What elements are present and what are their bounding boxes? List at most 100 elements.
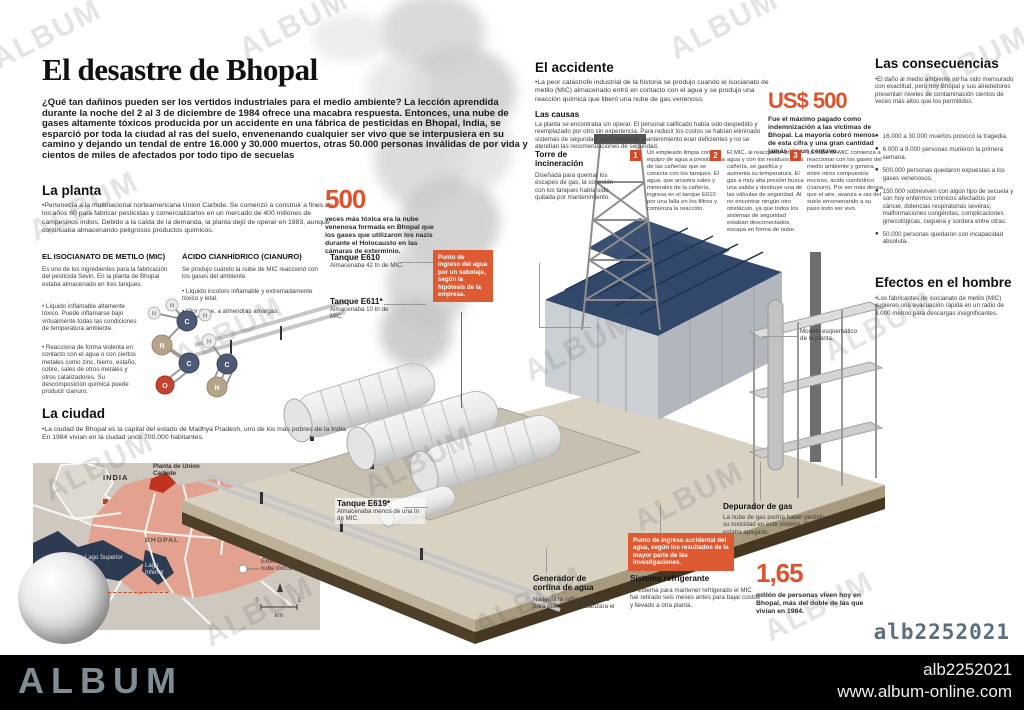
list-item-text: 16.000 a 30.000 muertos provocó la trage…: [882, 133, 1008, 140]
tank-name: Tanque E611*: [330, 297, 383, 306]
atom-label: C: [186, 361, 191, 368]
tank-desc: Almacenaba 10 tn de MIC.: [330, 306, 389, 321]
atom-label: C: [184, 319, 189, 326]
leader-line: [404, 507, 428, 508]
water-curtain-heading: Generador de cortina de agua: [533, 574, 594, 592]
plant-illustration: [182, 0, 885, 644]
scrubber-body: La nube de gas podría haber perdido su t…: [723, 514, 825, 536]
image-code: alb2252021: [923, 660, 1012, 679]
us500-text: Fue el máximo pagado como indemnización …: [768, 116, 876, 155]
list-item-text: 150.000 sobreviven con algún tipo de sec…: [882, 188, 1014, 225]
plant-heading: La planta: [42, 183, 102, 198]
bullet-dot: ●: [875, 146, 879, 153]
plant-marker: [149, 472, 176, 493]
step-number-badge: 2: [710, 150, 721, 161]
atom-label: H: [152, 312, 156, 318]
north-arrow: [277, 583, 283, 592]
tower-body: Diseñada para quemar los escapes de gas,…: [535, 172, 614, 202]
scale-one: 1: [297, 598, 301, 604]
scale-zero: 0: [255, 598, 259, 604]
fact-165-number: 1,65: [756, 558, 804, 588]
fact-165-text: millón de personas viven hoy en Bhopal, …: [756, 592, 864, 615]
atom-label: C: [224, 362, 229, 369]
city-heading: La ciudad: [42, 406, 106, 421]
effects-heading: Efectos en el hombre: [875, 275, 1012, 290]
us500-number: US$ 500: [768, 88, 848, 113]
list-item-text: 50.000 personas quedaron con incapacidad…: [882, 231, 1004, 246]
bullet-dot: ●: [875, 188, 879, 195]
atom-label: O: [162, 383, 168, 390]
atom-label: H: [170, 304, 174, 310]
tank-e611-label: Tanque E611* Almacenaba 10 tn de MIC.: [330, 297, 402, 321]
map-scale: 0 1 km: [255, 583, 301, 619]
tank-name: Tanque E619*: [337, 499, 391, 508]
bullet-dot: ●: [875, 167, 879, 174]
effects-body: •Los fabricantes de isocianato de metilo…: [875, 295, 1005, 317]
mic-bullet-2: • Reacciona de forma violenta en contact…: [42, 344, 137, 396]
list-item: ●150.000 sobreviven con algún tipo de se…: [875, 188, 1017, 225]
cooling-heading: Sistema refrigerante: [630, 574, 710, 583]
atom-label: N: [159, 343, 164, 350]
fact-500-number: 500: [325, 184, 366, 214]
map-label-india: INDIA: [103, 473, 129, 482]
cyanide-bullet-2: • Olor dulce, a almendras amargas.: [182, 308, 280, 315]
callout-sabotage: Punto de ingreso del agua por un sabotaj…: [433, 250, 493, 303]
leader-line: [539, 327, 591, 328]
code-watermark: alb2252021: [873, 620, 1010, 644]
storage-tank-e610: [283, 362, 436, 443]
list-item: ●50.000 personas quedaron con incapacida…: [875, 231, 1017, 246]
accident-body: •La peor catástrofe industrial de la his…: [535, 79, 769, 103]
list-item-text: 500.000 personas quedaron expuestas a lo…: [882, 167, 1005, 182]
city-body: •La ciudad de Bhopal es la capital del e…: [42, 426, 348, 442]
map-label-plant: Planta de Union Carbide: [153, 463, 200, 477]
storage-tank-third: [409, 414, 562, 495]
water-curtain-body: No tenía la suficiente fuerza para que e…: [533, 596, 615, 618]
tank-e619-label: Tanque E619* Almacenaba menos de una tn …: [335, 498, 425, 524]
causes-body: La planta se encontraba sin operar. El p…: [535, 121, 761, 151]
storage-tank-e611: [346, 390, 499, 471]
leader-line: [384, 304, 426, 305]
step-number-badge: 3: [790, 150, 801, 161]
plant-body: •Pertenecía a la multinacional norteamer…: [42, 202, 333, 235]
globe-leader-line: [108, 592, 168, 593]
list-item: ●6.000 a 8.000 personas murieron la prim…: [875, 146, 1017, 161]
tank-e610-label: Tanque E610 Almacenaba 42 tn de MIC.: [330, 253, 420, 269]
map-label-bhopal: BHOPAL: [145, 537, 180, 544]
tank-name: Tanque E610: [330, 253, 380, 262]
cyanide-bullet-1: • Líquido incoloro inflamable y extremad…: [182, 288, 313, 303]
website-url[interactable]: www.album-online.com: [837, 682, 1012, 701]
fact-500-text: veces más tóxica era la nube venenosa fo…: [325, 216, 434, 255]
cyanide-heading: ÁCIDO CIANHÍDRICO (CIANURO): [182, 252, 302, 261]
bullet-dot: ●: [875, 231, 879, 238]
atom-label: H: [207, 340, 211, 346]
scale-unit: km: [275, 613, 283, 619]
step-number-badge: 1: [630, 150, 641, 161]
bhopal-location-marker: [103, 499, 108, 504]
factory-building: [545, 218, 782, 420]
callout-accidental-entry: Punto de ingreso accidental del agua, se…: [628, 533, 734, 571]
globe-graphic: [18, 552, 110, 644]
cyanide-intro: Se produjo cuando la nube de MIC reaccio…: [182, 266, 318, 281]
leader-line-red: [461, 312, 462, 408]
hcn-molecule-diagram: H C N: [201, 333, 238, 398]
page-title: El desastre de Bhopal: [42, 52, 318, 87]
intro-paragraph: ¿Qué tan dañinos pueden ser los vertidos…: [42, 97, 528, 161]
mic-bullet-1: • Líquido inflamable altamente tóxico. P…: [42, 303, 137, 333]
incineration-tower: [581, 134, 661, 331]
mic-heading: EL ISOCIANATO DE METILO (MIC): [42, 252, 166, 261]
footer-bar: ALBUM alb2252021 www.album-online.com: [0, 655, 1024, 710]
map-label-upper-lake: Lago Superior: [85, 555, 123, 561]
step-text: Un empleado limpia con un equipo de agua…: [647, 150, 725, 212]
model-label: Modelo esquemático de la planta.: [800, 328, 858, 343]
scaffold-structure: [748, 252, 884, 510]
map-label-lower-lake: Lago Inferior: [145, 563, 164, 576]
list-item-text: 6.000 a 8.000 personas murieron la prime…: [882, 146, 1004, 161]
bullet-dot: ●: [875, 133, 879, 139]
leader-line: [762, 336, 798, 337]
scrubber-heading: Depurador de gas: [723, 502, 793, 511]
mic-intro: Es uno de los ingredientes para la fabri…: [42, 266, 168, 288]
tower-heading: Torre de incineración: [535, 150, 584, 168]
lower-lake: [142, 550, 174, 585]
album-brand-logo: ALBUM: [18, 660, 183, 701]
